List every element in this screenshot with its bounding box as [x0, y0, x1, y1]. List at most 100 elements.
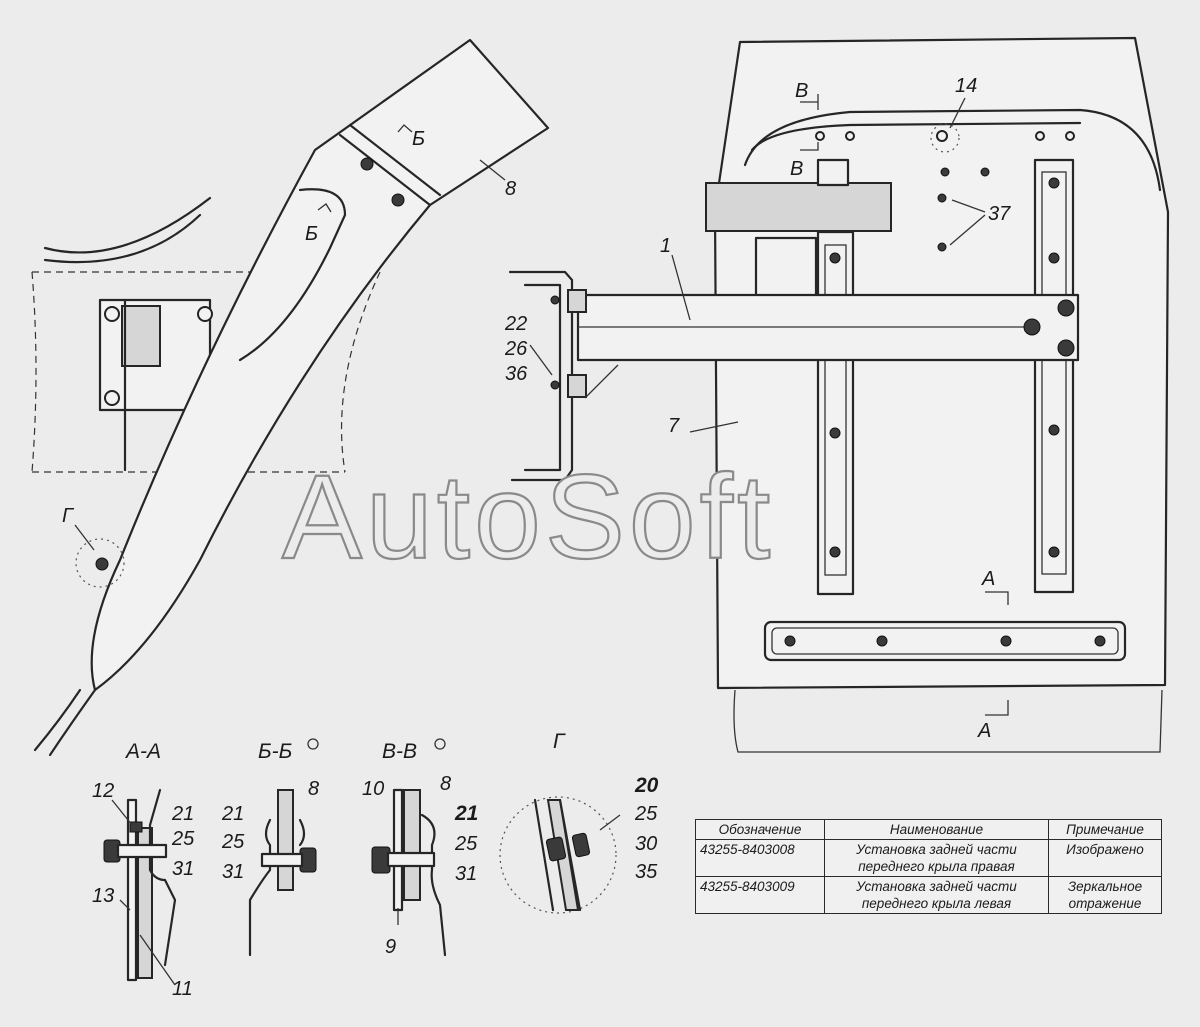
section-bb: Б-Б 8 21 25 31 [221, 738, 319, 957]
label-cut-b-top: Б [412, 128, 425, 150]
fender-side-view [31, 38, 550, 757]
row-note: Изображено [1048, 839, 1162, 877]
row-designation: 43255-8403009 [695, 876, 825, 914]
label-22: 22 [504, 313, 527, 335]
bracket-hole [104, 390, 120, 406]
section-vv-title: В-В [382, 740, 417, 763]
section-bb-title: Б-Б [258, 740, 292, 763]
aa-label: 12 [92, 780, 114, 802]
label-7: 7 [668, 415, 680, 437]
leader-1 [671, 254, 691, 321]
vv-label: 10 [362, 778, 384, 800]
bb-outline [248, 818, 272, 957]
bracket-hole [104, 306, 120, 322]
bracket-block [121, 305, 161, 367]
label-cut-v-top: В [795, 80, 808, 102]
bb-label: 21 [221, 803, 244, 825]
label-8: 8 [505, 178, 516, 200]
hook-bracket-inner [523, 283, 562, 472]
aa-label: 25 [171, 828, 195, 850]
bracket-hole [197, 306, 213, 322]
fender-body [90, 38, 550, 692]
label-cut-a-bottom: А [977, 720, 991, 742]
detail-g: Г 20 25 30 35 [499, 730, 659, 914]
cut-v-bottom [800, 142, 819, 151]
g-label: 30 [635, 833, 657, 855]
table-row: 43255-8403008 Установка задней части пер… [695, 839, 1162, 877]
fender-tail [48, 688, 97, 757]
hook-strut [584, 364, 619, 399]
g-label: 20 [634, 774, 659, 797]
section-aa: А-А 12 21 25 31 13 11 [92, 740, 195, 1000]
bb-label: 8 [308, 778, 319, 800]
leader-g [74, 524, 95, 551]
right-rail [1033, 158, 1075, 594]
label-cut-b-left: Б [305, 223, 318, 245]
label-36: 36 [505, 363, 528, 385]
header-name: Наименование [824, 819, 1049, 840]
vv-label: 25 [454, 833, 478, 855]
leader-14 [949, 97, 966, 129]
aa-leaders [111, 799, 176, 986]
hook-clamp [567, 374, 587, 398]
row-designation: 43255-8403008 [695, 839, 825, 877]
fender-bolt [360, 157, 374, 171]
specification-table: Обозначение Наименование Примечание 4325… [695, 819, 1162, 914]
vv-label: 21 [454, 802, 478, 825]
fender-bolt [391, 193, 405, 207]
left-rail [816, 230, 855, 596]
table-header-row: Обозначение Наименование Примечание [695, 819, 1162, 840]
leader-22 [529, 344, 553, 376]
fender-bolt [95, 557, 109, 571]
aa-label: 21 [171, 803, 194, 825]
header-designation: Обозначение [695, 819, 825, 840]
vv-outline [420, 813, 447, 957]
mudguard-top-curve-inner [750, 121, 1082, 152]
upper-arc [43, 196, 212, 254]
mudguard-top-curve [743, 108, 1162, 192]
g-plate [533, 798, 555, 912]
label-cut-v-bottom: В [790, 158, 803, 180]
leader-37 [949, 199, 986, 246]
cut-a-bottom [985, 700, 1009, 716]
label-detail-g: Г [62, 505, 75, 527]
bb-outline-r [298, 818, 306, 847]
section-aa-title: А-А [124, 740, 161, 763]
g-plate-r [558, 798, 582, 912]
detail-g-title: Г [553, 730, 566, 753]
cut-marker-b [397, 124, 413, 133]
vv-label: 31 [455, 863, 477, 885]
bb-label: 31 [222, 861, 244, 883]
row-note: Зеркальное отражение [1048, 876, 1162, 914]
cut-v-top [800, 94, 819, 110]
g-leader [599, 814, 621, 831]
bracket-mid [754, 236, 818, 298]
leader-8 [479, 159, 506, 181]
label-26: 26 [504, 338, 528, 360]
cut-marker-b [317, 203, 332, 213]
frame-dash-left [31, 271, 37, 473]
leader-7 [689, 421, 739, 433]
row-name: Установка задней части переднего крыла п… [824, 839, 1049, 877]
detail-g-circle [75, 538, 125, 588]
watermark-text: AutoSoft [282, 450, 774, 584]
vv-label: 8 [440, 773, 451, 795]
label-14: 14 [955, 75, 977, 97]
top-bracket [705, 182, 892, 232]
g-label: 25 [634, 803, 658, 825]
row-name: Установка задней части переднего крыла л… [824, 876, 1049, 914]
fender-panel [238, 188, 347, 362]
aa-label: 11 [172, 978, 193, 1000]
fender-joint [348, 123, 442, 197]
bracket-tab [816, 158, 850, 187]
label-1: 1 [660, 235, 671, 257]
bb-label: 25 [221, 831, 245, 853]
fender-tail [33, 688, 82, 752]
hook-clamp [567, 289, 587, 313]
header-note: Примечание [1048, 819, 1162, 840]
item-14-circle [930, 123, 960, 153]
fender-joint [338, 133, 432, 207]
aa-label: 31 [172, 858, 194, 880]
